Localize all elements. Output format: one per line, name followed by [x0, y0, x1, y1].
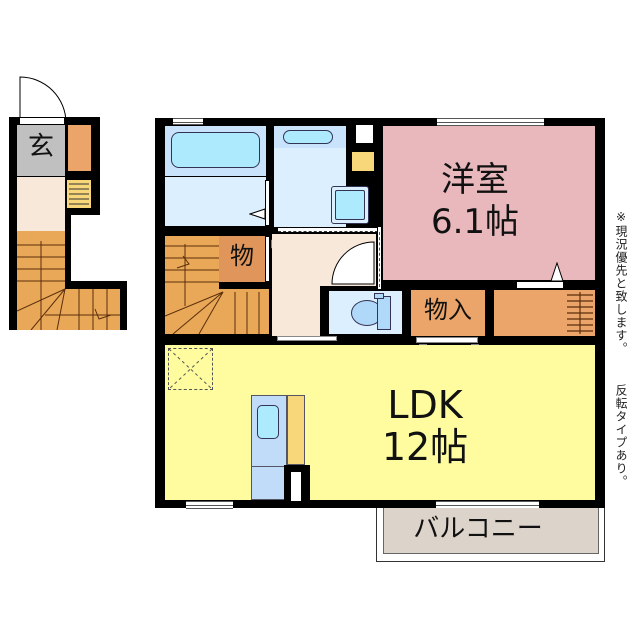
- shoe-storage: [68, 125, 91, 171]
- main-stairs-icon: [165, 244, 260, 334]
- kitchen-sink-icon: [257, 405, 279, 439]
- closet-label: 物入: [424, 296, 472, 324]
- western-room-size: 6.1帖: [430, 202, 520, 242]
- ldk-window-left[interactable]: [186, 501, 233, 509]
- hallway: [272, 234, 320, 336]
- toilet-tank-icon: [377, 296, 391, 330]
- kitchen-cabinet: [287, 395, 305, 465]
- toilet-door-icon[interactable]: [330, 240, 376, 286]
- note-reverse-type: 反転タイプあり。: [614, 384, 628, 488]
- western-room-name: 洋室: [441, 160, 509, 200]
- ldk: [165, 345, 595, 500]
- closet: [411, 290, 485, 336]
- western-room: [383, 126, 595, 280]
- entry-door-icon[interactable]: [18, 75, 68, 125]
- western-room-window[interactable]: [437, 118, 544, 126]
- ldk-name: LDK: [387, 383, 463, 427]
- ldk-size: 12帖: [381, 425, 469, 469]
- entrance-label: 玄: [27, 132, 54, 162]
- entrance-area: [17, 125, 65, 176]
- wash-storage-white: [356, 125, 373, 143]
- washing-machine-icon: [331, 186, 369, 224]
- note-current-condition: ※現況優先と致します。: [614, 210, 628, 355]
- hanger-rail-icon: [567, 292, 593, 334]
- storage-1: [219, 236, 265, 282]
- entry-hall: [17, 177, 65, 231]
- bathtub-icon: [171, 132, 260, 168]
- balcony-label: バルコニー: [413, 514, 543, 544]
- bath-washarea: [165, 177, 266, 226]
- entrance-section: 玄: [0, 0, 141, 330]
- balcony-floor: [383, 508, 599, 554]
- storage-1-label: 物: [230, 242, 254, 270]
- wash-storage: [352, 152, 374, 171]
- bath-window[interactable]: [173, 118, 203, 125]
- western-closet-door-icon[interactable]: [550, 262, 564, 282]
- stairs-icon: [17, 241, 120, 330]
- skylight-icon: [168, 348, 213, 390]
